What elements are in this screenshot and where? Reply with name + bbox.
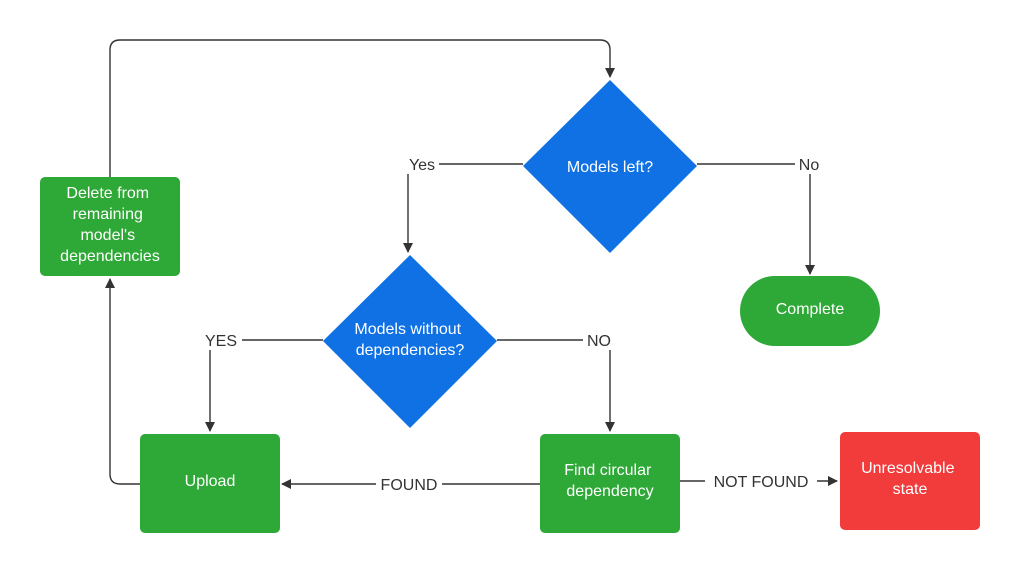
- edge-no-2: [497, 339, 615, 432]
- svg-text:Upload: Upload: [185, 473, 236, 490]
- edge-label-no-1: No: [795, 154, 823, 174]
- edge-label-found: FOUND: [376, 474, 442, 494]
- edge-delete-to-models-left: [109, 39, 615, 178]
- decision-models-left-line: Models left?: [567, 159, 653, 176]
- process-find-circular-dependency: Find circular dependency: [540, 434, 680, 533]
- edge-label-not-found: NOT FOUND: [705, 471, 817, 491]
- process-delete-line-4: dependencies: [60, 248, 160, 265]
- process-upload: Upload: [140, 434, 280, 533]
- process-upload-line: Upload: [185, 473, 236, 490]
- edge-label-not-found-text: NOT FOUND: [714, 474, 809, 491]
- edge-no-1: [697, 163, 815, 275]
- edge-yes-2: [205, 339, 323, 432]
- decision-models-without-dependencies: Models without dependencies?: [323, 255, 497, 428]
- process-delete-line-2: remaining: [73, 206, 143, 223]
- svg-text:Models left?: Models left?: [567, 159, 653, 176]
- edge-label-yes-1: Yes: [405, 154, 439, 174]
- terminator-complete: Complete: [740, 276, 880, 346]
- process-delete-from-dependencies: Delete from remaining model's dependenci…: [40, 177, 180, 276]
- svg-text:Unresolvable state: Unresolvable state: [861, 460, 959, 498]
- process-delete-line-1: Delete from: [66, 185, 149, 202]
- error-unresolvable-line-1: Unresolvable: [861, 460, 954, 477]
- edge-label-no-2-text: NO: [587, 333, 611, 350]
- svg-text:Delete from remaining: Delete from remaining model's dependenci…: [60, 185, 160, 265]
- terminator-complete-line: Complete: [776, 301, 845, 318]
- decision-models-without-deps-line-2: dependencies?: [356, 342, 465, 359]
- svg-text:Models without dependenc: Models without dependencies?: [354, 321, 465, 359]
- edge-yes-1: [403, 163, 523, 253]
- decision-models-without-deps-line-1: Models without: [354, 321, 461, 338]
- svg-text:Complete: Complete: [776, 301, 845, 318]
- edge-upload-to-delete: [105, 278, 140, 485]
- edge-label-no-1-text: No: [799, 157, 820, 174]
- edge-label-yes-2-text: YES: [205, 333, 237, 350]
- process-delete-line-3: model's: [80, 227, 135, 244]
- error-unresolvable-line-2: state: [893, 481, 928, 498]
- svg-text:Find circular dependency: Find circular dependency: [564, 462, 656, 500]
- edge-label-yes-1-text: Yes: [409, 157, 435, 174]
- edge-label-yes-2: YES: [200, 330, 242, 350]
- process-find-circular-line-1: Find circular: [564, 462, 652, 479]
- edge-label-found-text: FOUND: [381, 477, 438, 494]
- edge-label-no-2: NO: [583, 330, 615, 350]
- process-find-circular-line-2: dependency: [566, 483, 653, 500]
- decision-models-left: Models left?: [523, 80, 697, 253]
- error-unresolvable-state: Unresolvable state: [840, 432, 980, 530]
